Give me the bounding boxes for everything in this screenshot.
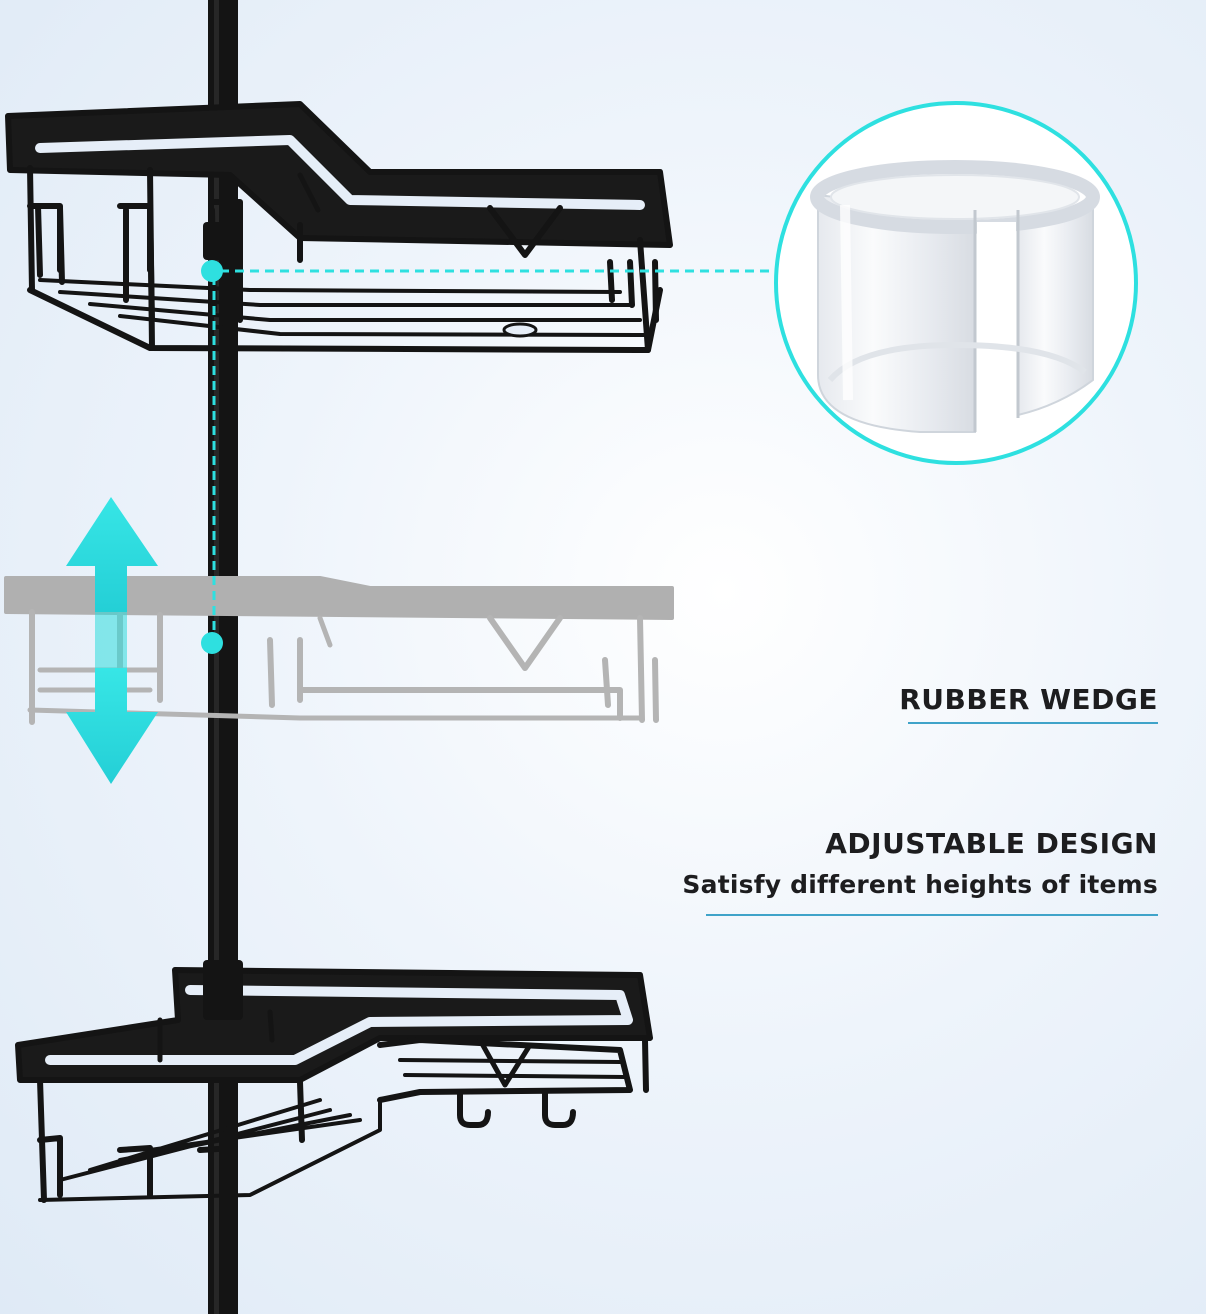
caddy-pole [208, 0, 238, 1314]
zoom-circle-icon [774, 101, 1138, 465]
callout-dot-middle [201, 632, 223, 654]
rubber-wedge-image [810, 160, 1100, 433]
callout-dot-top [201, 260, 223, 282]
bottom-shelf [15, 967, 653, 1203]
double-vertical-arrow-icon [66, 497, 158, 784]
rubber-wedge-label: RUBBER WEDGE [899, 683, 1158, 716]
top-collar [203, 222, 243, 260]
top-shelf [5, 101, 673, 353]
callout-lines [201, 260, 772, 654]
adjustable-design-underline [706, 914, 1158, 916]
bottom-collar [203, 960, 243, 1020]
adjustable-design-subtitle: Satisfy different heights of items [682, 870, 1158, 899]
adjustable-design-title: ADJUSTABLE DESIGN [825, 827, 1158, 860]
rubber-wedge-underline [908, 722, 1158, 724]
